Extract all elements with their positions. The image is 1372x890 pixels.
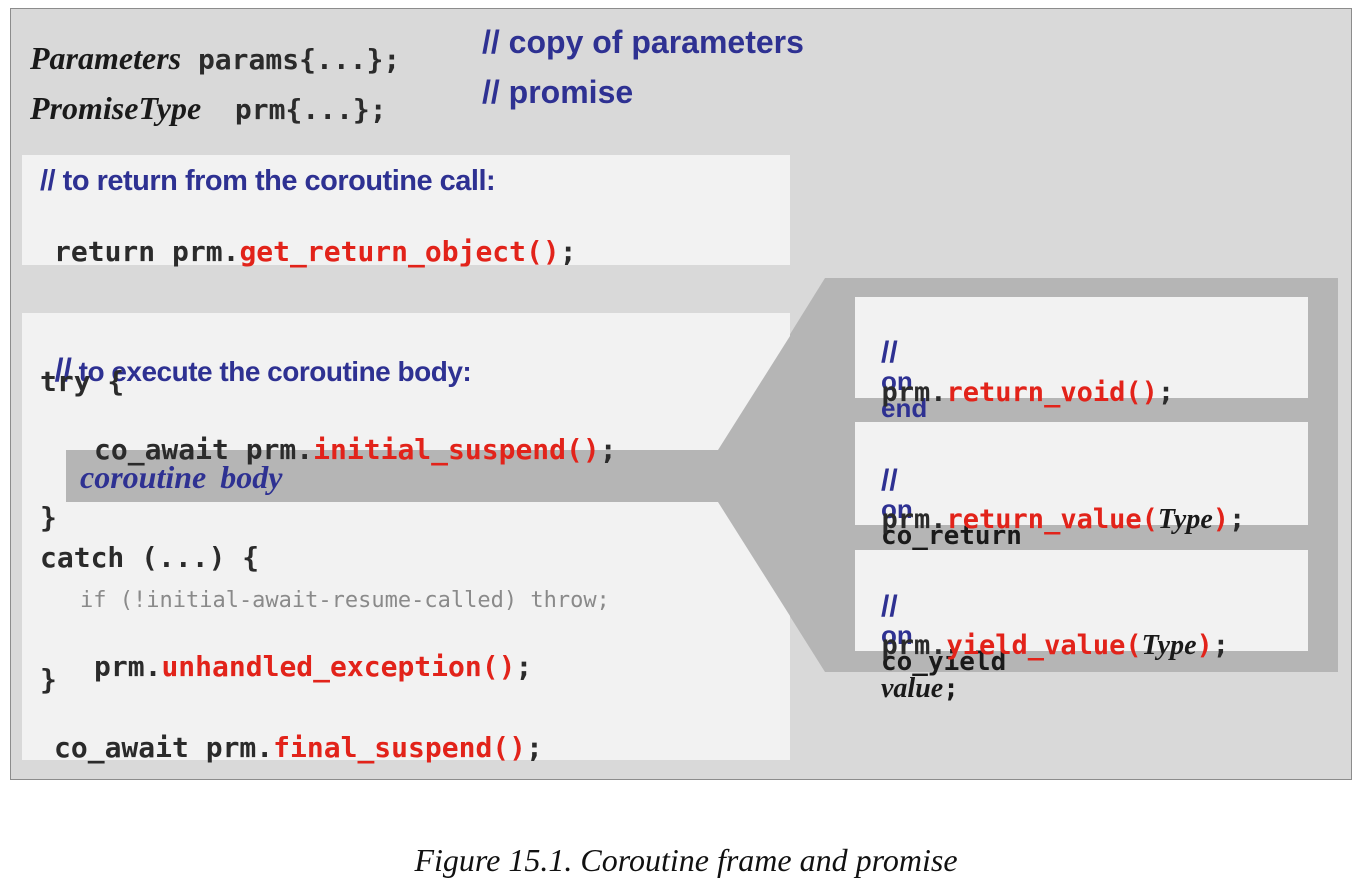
- yield-value-close: ): [1196, 630, 1213, 661]
- return-value-type: Type: [1157, 504, 1213, 535]
- params-code: params{...};: [197, 43, 401, 76]
- side-box-3-value: value: [881, 673, 944, 704]
- yield-value-type: Type: [1141, 630, 1197, 661]
- side-box-return-void: [855, 297, 1308, 398]
- initial-semicolon: ;: [599, 433, 617, 466]
- initial-suspend-call: initial_suspend(): [313, 433, 600, 466]
- return-comment: // to return from the coroutine call:: [40, 165, 496, 197]
- return-semicolon: ;: [559, 235, 577, 268]
- side-box-2-keyword: co_return: [881, 521, 1022, 551]
- try-line: try {: [40, 365, 125, 398]
- coroutine-body-label: coroutine body: [80, 459, 283, 495]
- promise-type: PromiseType: [30, 90, 202, 126]
- side-box-3-comment: // on co_yield value;: [868, 566, 1006, 703]
- side-box-2-on: on: [881, 494, 913, 524]
- unhandled-exception-call: unhandled_exception(): [161, 650, 516, 683]
- side-box-2-code-semicolon: ;: [1229, 504, 1246, 535]
- side-box-1-end: end: [881, 393, 928, 423]
- params-comment: // copy of parameters: [482, 24, 804, 60]
- initial-await-prefix: co_await prm.: [94, 433, 314, 466]
- promise-declaration: PromiseType prm{...};: [22, 76, 387, 124]
- initial-suspend-line: co_await prm.initial_suspend();: [80, 408, 617, 465]
- unhandled-prefix: prm.: [94, 650, 162, 683]
- side-box-1-code-semicolon: ;: [1157, 377, 1175, 408]
- params-declaration: Parameters params{...};: [22, 26, 400, 74]
- body-comment: // to execute the coroutine body:: [40, 326, 472, 388]
- side-box-1-prm: prm.: [881, 377, 947, 408]
- side-box-3-prm: prm.: [881, 630, 947, 661]
- body-comment-text: to execute the coroutine body:: [78, 356, 472, 387]
- body-box-bottom: [22, 502, 790, 760]
- side-box-3-code: prm.yield_value(Type);: [868, 605, 1230, 661]
- unhandled-exception-line: prm.unhandled_exception();: [80, 625, 532, 682]
- catch-line: catch (...) {: [40, 541, 260, 574]
- figure-caption: Figure 15.1. Coroutine frame and promise: [414, 842, 958, 878]
- try-close-brace: }: [40, 501, 57, 534]
- funnel-overlay-lower: [718, 502, 790, 616]
- yield-value-call: yield_value(: [946, 630, 1142, 661]
- side-box-3-on: on: [881, 620, 913, 650]
- promise-comment: // promise: [482, 74, 634, 110]
- side-box-3-semicolon: ;: [943, 674, 959, 704]
- promise-code: prm{...};: [234, 93, 387, 126]
- return-prefix: return prm.: [54, 235, 240, 268]
- funnel-overlay-upper: [718, 336, 790, 450]
- return-value-call: return_value(: [946, 504, 1158, 535]
- body-box-top: [22, 313, 790, 450]
- side-box-1-slashes: //: [881, 336, 898, 369]
- side-box-2-code: prm.return_value(Type);: [868, 479, 1246, 535]
- final-await-prefix: co_await prm.: [54, 731, 274, 764]
- body-comment-slashes: //: [54, 352, 72, 388]
- side-box-1-code: prm.return_void();: [868, 352, 1175, 408]
- return-void-call: return_void(): [946, 377, 1158, 408]
- side-box-2-prm: prm.: [881, 504, 947, 535]
- catch-close-brace: }: [40, 663, 57, 696]
- side-box-3-slashes: //: [881, 590, 898, 623]
- body-box-left-strip: [22, 450, 66, 502]
- final-suspend-line: co_await prm.final_suspend();: [40, 706, 543, 763]
- body-highlight: [66, 450, 726, 502]
- side-box-3-code-semicolon: ;: [1212, 630, 1230, 661]
- get-return-object-call: get_return_object(): [239, 235, 560, 268]
- return-statement: return prm.get_return_object();: [40, 210, 577, 267]
- side-box-1-on: on: [881, 366, 913, 396]
- final-semicolon: ;: [526, 731, 543, 764]
- if-throw-line: if (!initial-await-resume-called) throw;: [80, 588, 610, 613]
- return-value-close: ): [1212, 504, 1230, 535]
- side-box-yield-value: [855, 550, 1308, 651]
- final-suspend-call: final_suspend(): [273, 731, 527, 764]
- side-box-2-slashes: //: [881, 464, 898, 497]
- return-box: [22, 155, 790, 265]
- unhandled-semicolon: ;: [515, 650, 533, 683]
- side-box-return-value: [855, 422, 1308, 525]
- params-type: Parameters: [30, 40, 182, 76]
- side-box-3-keyword: co_yield: [881, 647, 1007, 677]
